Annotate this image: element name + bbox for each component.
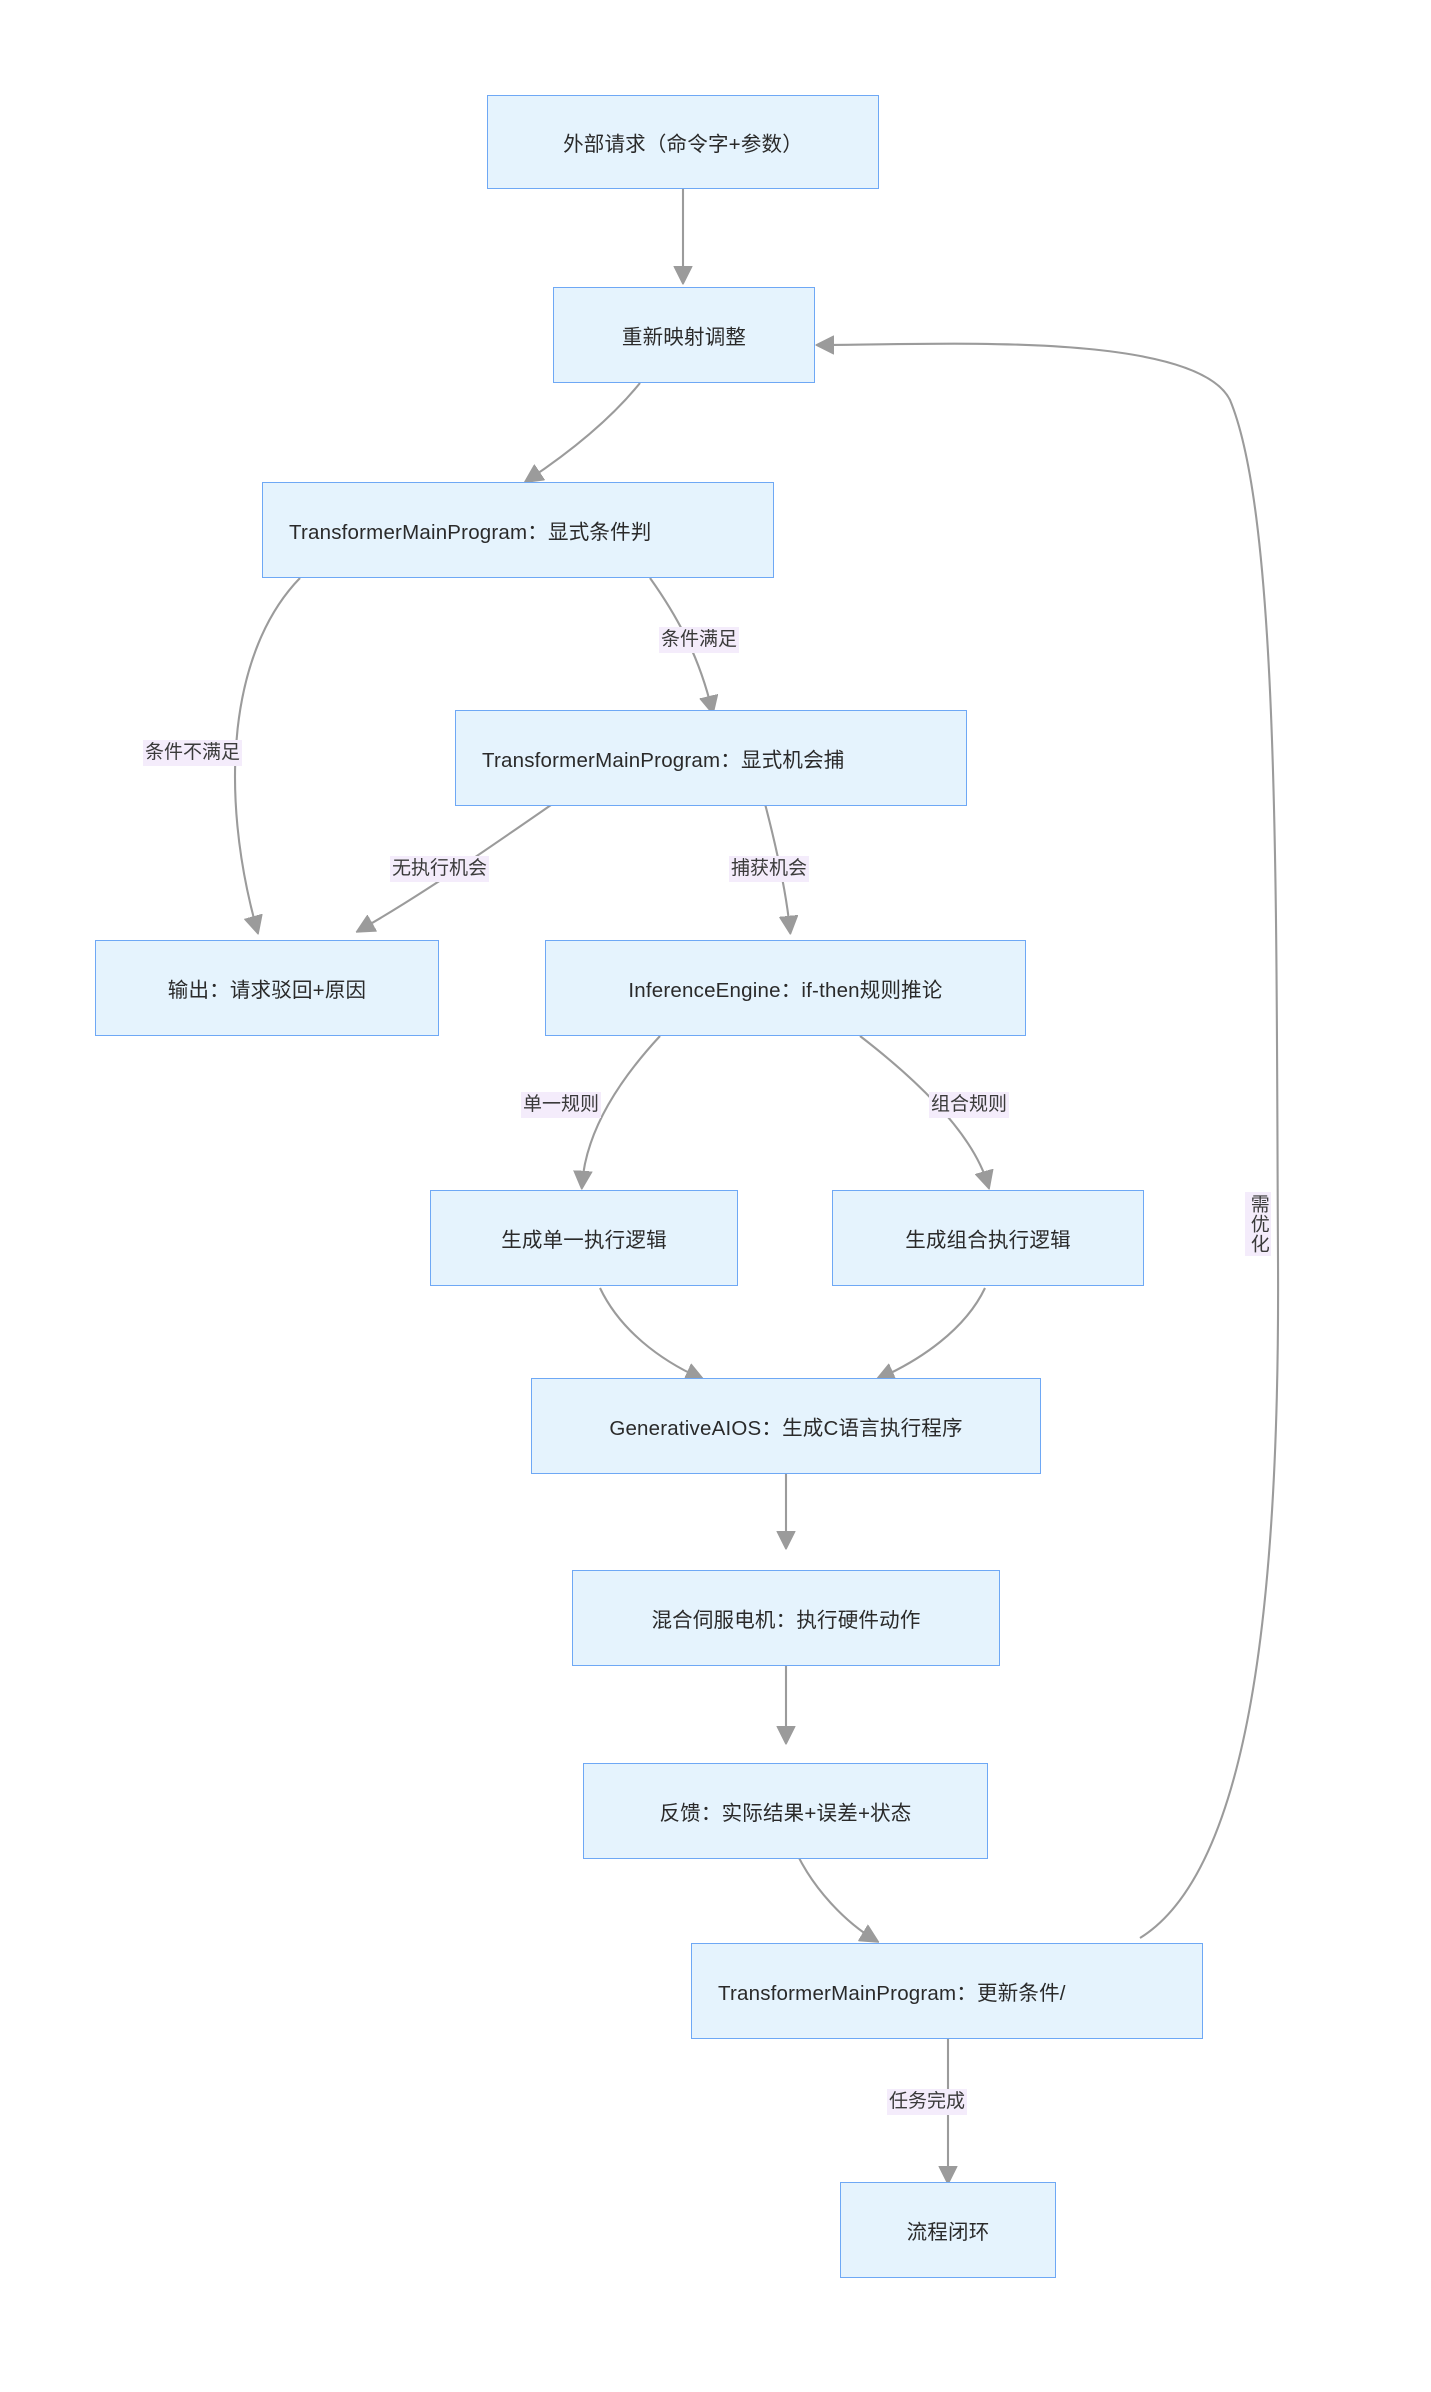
node-label: TransformerMainProgram：显式机会捕	[482, 749, 845, 772]
edge-n2-n3	[528, 382, 641, 480]
node-transformer-explicit-opportunity[interactable]: TransformerMainProgram：显式机会捕	[455, 710, 967, 806]
edge-label-no-execution-chance: 无执行机会	[390, 856, 490, 882]
node-label: 混合伺服电机：执行硬件动作	[651, 1609, 921, 1632]
edge-label-combined-rule: 组合规则	[929, 1092, 1010, 1118]
node-label: InferenceEngine：if-then规则推论	[628, 979, 943, 1002]
node-label: GenerativeAIOS：生成C语言执行程序	[609, 1417, 963, 1440]
node-remap-adjust[interactable]: 重新映射调整	[553, 287, 815, 383]
node-label: 生成组合执行逻辑	[905, 1229, 1071, 1252]
node-label: 生成单一执行逻辑	[501, 1229, 667, 1252]
node-label: 重新映射调整	[621, 326, 747, 349]
node-label: 输出：请求驳回+原因	[167, 979, 367, 1002]
edge-label-condition-met: 条件满足	[659, 627, 740, 653]
node-label: 流程闭环	[906, 2221, 990, 2244]
node-hybrid-servo-motor[interactable]: 混合伺服电机：执行硬件动作	[572, 1570, 1000, 1666]
edge-label-capture-chance: 捕获机会	[729, 856, 810, 882]
node-external-request[interactable]: 外部请求（命令字+参数）	[487, 95, 879, 189]
node-generative-aios[interactable]: GenerativeAIOS：生成C语言执行程序	[531, 1378, 1041, 1474]
edge-n8-n9	[880, 1287, 986, 1378]
node-output-reject[interactable]: 输出：请求驳回+原因	[95, 940, 439, 1036]
node-generate-single-logic[interactable]: 生成单一执行逻辑	[430, 1190, 738, 1286]
edge-n6-n7	[582, 1035, 661, 1185]
node-transformer-update-condition[interactable]: TransformerMainProgram：更新条件/	[691, 1943, 1203, 2039]
node-generate-combined-logic[interactable]: 生成组合执行逻辑	[832, 1190, 1144, 1286]
node-transformer-explicit-condition[interactable]: TransformerMainProgram：显式条件判	[262, 482, 774, 578]
edge-label-single-rule: 单一规则	[521, 1092, 602, 1118]
node-process-closed-loop[interactable]: 流程闭环	[840, 2182, 1056, 2278]
node-label: TransformerMainProgram：更新条件/	[718, 1982, 1066, 2005]
node-inference-engine[interactable]: InferenceEngine：if-then规则推论	[545, 940, 1026, 1036]
edge-label-task-complete: 任务完成	[887, 2089, 968, 2115]
edge-label-condition-not-met: 条件不满足	[143, 740, 243, 766]
edge-label-needs-optimization: 需优化	[1245, 1192, 1271, 1256]
node-feedback[interactable]: 反馈：实际结果+误差+状态	[583, 1763, 988, 1859]
edge-n3-n5	[234, 577, 301, 930]
node-label: 外部请求（命令字+参数）	[563, 133, 803, 156]
edge-n12-n2	[820, 344, 1280, 1939]
node-label: TransformerMainProgram：显式条件判	[289, 521, 652, 544]
edge-n7-n9	[599, 1287, 700, 1378]
node-label: 反馈：实际结果+误差+状态	[659, 1802, 912, 1825]
